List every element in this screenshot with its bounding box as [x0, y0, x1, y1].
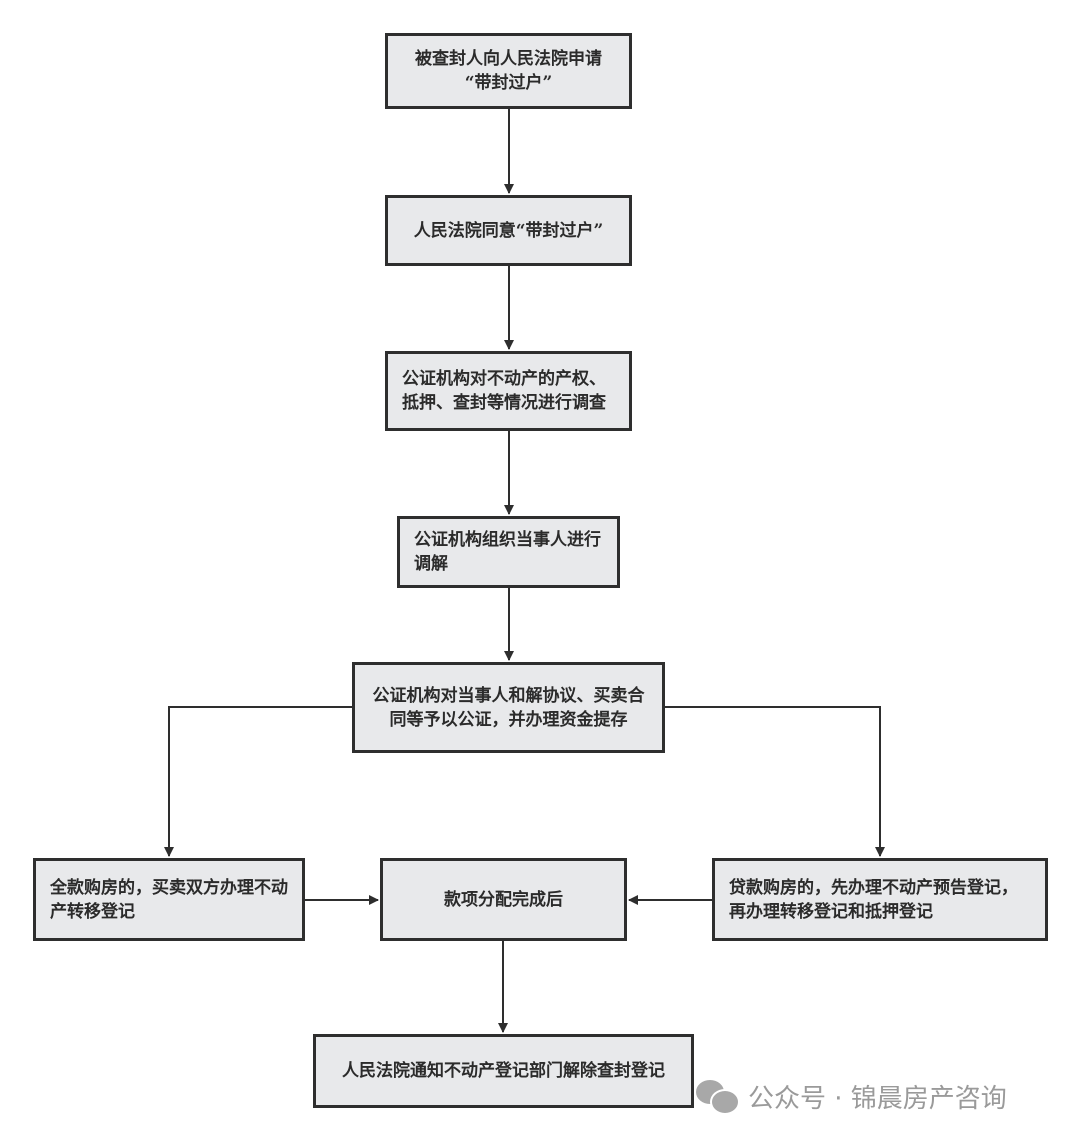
node-release: 人民法院通知不动产登记部门解除查封登记 [313, 1034, 694, 1108]
node-distribution-text: 款项分配完成后 [444, 889, 563, 910]
node-loan-payment-text: 贷款购房的，先办理不动产预告登记， 再办理转移登记和抵押登记 [729, 877, 1018, 922]
node-notarize-text: 公证机构对当事人和解协议、买卖合 同等予以公证，并办理资金提存 [372, 685, 645, 730]
node-notarize: 公证机构对当事人和解协议、买卖合 同等予以公证，并办理资金提存 [352, 662, 665, 753]
node-agree: 人民法院同意“带封过户” [385, 195, 632, 266]
node-full-payment-text: 全款购房的，买卖双方办理不动 产转移登记 [50, 877, 288, 922]
watermark: 公众号 · 锦晨房产咨询 [696, 1078, 1007, 1115]
node-mediate-text: 公证机构组织当事人进行 调解 [414, 530, 601, 574]
node-distribution: 款项分配完成后 [380, 858, 627, 941]
wechat-icon [696, 1079, 740, 1115]
node-loan-payment: 贷款购房的，先办理不动产预告登记， 再办理转移登记和抵押登记 [712, 858, 1048, 941]
node-investigate-text: 公证机构对不动产的产权、 抵押、查封等情况进行调查 [402, 369, 606, 413]
edge-notarize-full-payment [164, 706, 352, 857]
node-agree-text: 人民法院同意“带封过户” [413, 220, 604, 241]
edge-notarize-loan-payment [664, 706, 885, 857]
node-apply: 被查封人向人民法院申请 “带封过户” [385, 33, 632, 109]
node-mediate: 公证机构组织当事人进行 调解 [397, 516, 620, 588]
watermark-text: 公众号 · 锦晨房产咨询 [748, 1084, 1007, 1114]
node-investigate: 公证机构对不动产的产权、 抵押、查封等情况进行调查 [385, 351, 632, 431]
node-full-payment: 全款购房的，买卖双方办理不动 产转移登记 [33, 858, 305, 941]
node-release-text: 人民法院通知不动产登记部门解除查封登记 [342, 1061, 665, 1081]
node-apply-text: 被查封人向人民法院申请 “带封过户” [415, 49, 602, 93]
